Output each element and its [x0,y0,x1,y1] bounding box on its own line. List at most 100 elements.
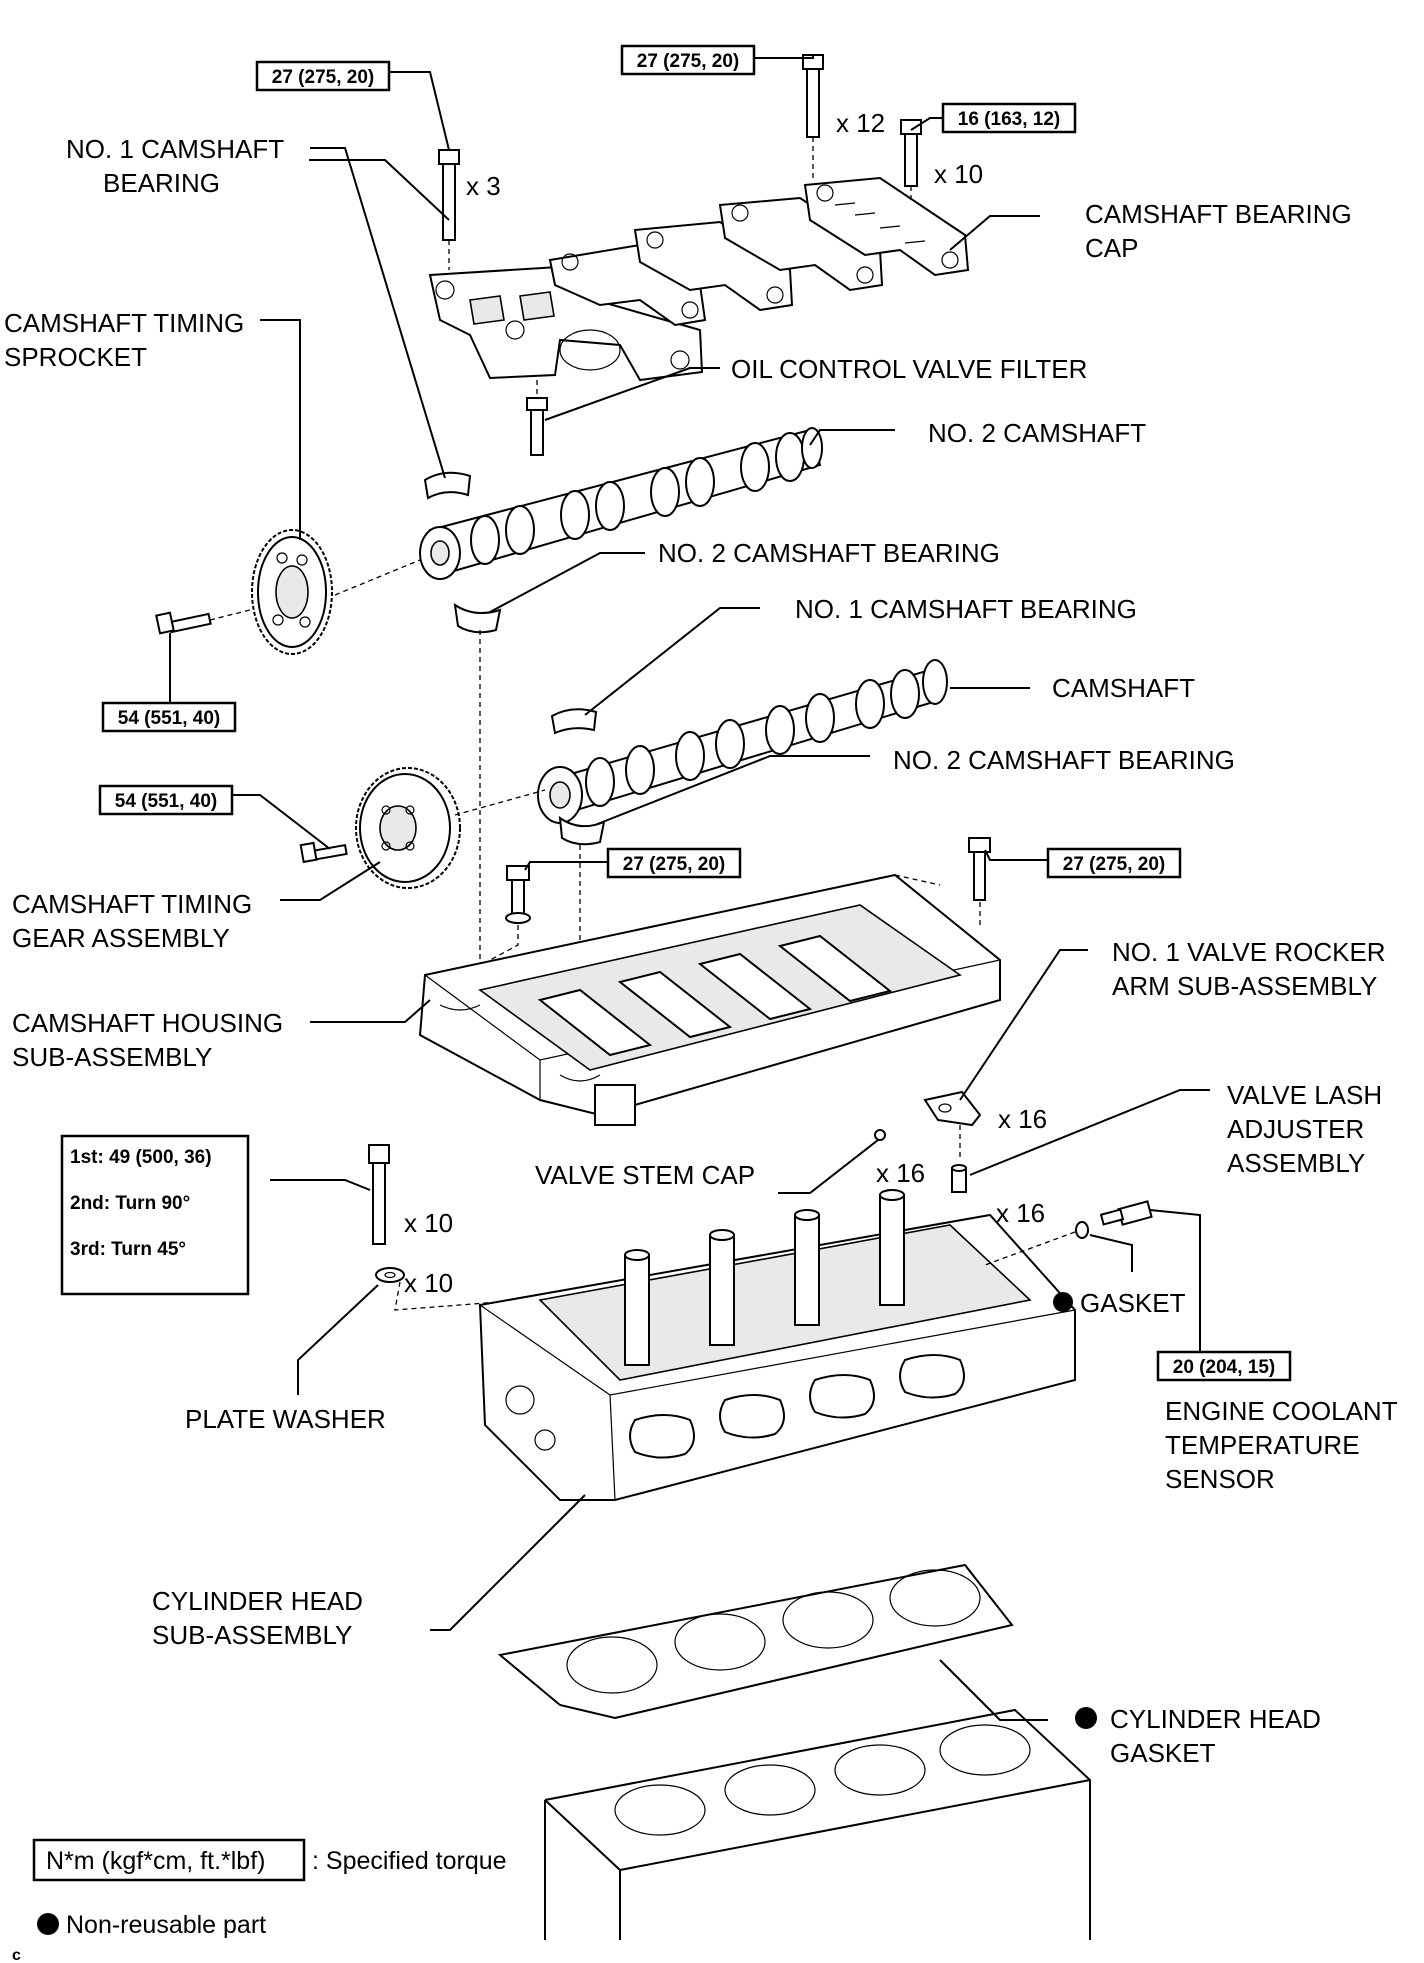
head-bolt-step-3: 3rd: Turn 45° [70,1239,186,1260]
diagram-text: CAMSHAFT TIMING [12,889,252,919]
diagram-text: SENSOR [1165,1464,1275,1494]
diagram-text: 27 (275, 20) [272,67,374,88]
corner-code: c [12,1947,21,1963]
qty-washer: x 10 [404,1268,453,1298]
label-camshaft-housing-sub-assembly: CAMSHAFT HOUSING SUB-ASSEMBLY [12,1008,290,1072]
diagram-text: 16 (163, 12) [958,109,1060,130]
label-cylinder-head-sub-assembly: CYLINDER HEAD SUB-ASSEMBLY [152,1586,370,1650]
legend-torque: N*m (kgf*cm, ft.*lbf) : Specified torque [32,1838,507,1882]
rocker-arm [923,1090,982,1127]
oil-control-valve-filter [526,380,548,456]
housing-bolt-left [505,865,531,924]
diagram-text: ARM SUB-ASSEMBLY [1112,971,1377,1001]
torque-box-housing-left: 27 (275, 20) [606,847,742,879]
qty-head-bolt: x 10 [404,1208,453,1238]
label-plate-washer: PLATE WASHER [185,1404,386,1434]
cylinder-head [478,1189,1076,1501]
diagram-text: CYLINDER HEAD [152,1586,363,1616]
camshaft-timing-gear-assembly [355,767,461,889]
no1-camshaft-bearing-upper [423,471,472,500]
diagram-text: GASKET [1110,1738,1216,1768]
diagram-text: SUB-ASSEMBLY [12,1042,212,1072]
diagram-text: CAMSHAFT HOUSING [12,1008,283,1038]
torque-box-housing-right: 27 (275, 20) [1046,847,1182,879]
head-bolt-step-1: 1st: 49 (500, 36) [70,1147,212,1168]
diagram-text: BEARING [103,168,220,198]
nonreusable-head-gasket-mark [1075,1707,1097,1729]
diagram-text: ENGINE COOLANT [1165,1396,1398,1426]
diagram-text: SPROCKET [4,342,147,372]
diagram-text: NO. 1 VALVE ROCKER [1112,937,1386,967]
torque-box-gear: 54 (551, 40) [98,784,234,816]
label-engine-coolant-temperature-sensor: ENGINE COOLANT TEMPERATURE SENSOR [1165,1396,1404,1494]
diagram-text: CAMSHAFT BEARING [1085,199,1352,229]
camshaft [537,659,948,824]
diagram-text: CAMSHAFT TIMING [4,308,244,338]
legend-nonreusable-text: Non-reusable part [66,1911,266,1939]
no2-camshaft-bearing-lower-part [558,815,606,846]
qty-cap-mid: x 12 [836,108,885,138]
legend-torque-sample: N*m (kgf*cm, ft.*lbf) [46,1847,265,1875]
no2-camshaft [419,427,823,580]
diagram-text: 54 (551, 40) [115,791,217,812]
label-no1-valve-rocker-arm: NO. 1 VALVE ROCKER ARM SUB-ASSEMBLY [1112,937,1393,1001]
diagram-text: CAP [1085,233,1138,263]
label-gasket: GASKET [1080,1288,1186,1318]
legend-nonreusable: Non-reusable part [37,1911,266,1939]
label-oil-control-valve-filter: OIL CONTROL VALVE FILTER [731,354,1087,384]
label-camshaft-timing-sprocket: CAMSHAFT TIMING SPROCKET [4,308,252,372]
cylinder-head-gasket-part [497,1563,1014,1720]
no2-camshaft-bearing-upper-part [453,602,502,634]
nonreusable-gasket-mark [1053,1292,1073,1312]
housing-bolt-right [968,837,991,901]
qty-cap-left: x 3 [466,171,501,201]
label-no1-camshaft-bearing-top: NO. 1 CAMSHAFT BEARING [66,134,291,198]
label-no2-camshaft-bearing-lower: NO. 2 CAMSHAFT BEARING [893,745,1235,775]
torque-box-cap-right: 16 (163, 12) [941,102,1077,134]
diagram-text: TEMPERATURE [1165,1430,1360,1460]
legend-torque-desc: : Specified torque [312,1847,507,1875]
diagram-text: 27 (275, 20) [637,51,739,72]
cylinder-block [544,1708,1091,1940]
label-camshaft-timing-gear-assembly: CAMSHAFT TIMING GEAR ASSEMBLY [12,889,260,953]
qty-rocker: x 16 [998,1104,1047,1134]
diagram-text: ADJUSTER [1227,1114,1364,1144]
label-camshaft: CAMSHAFT [1052,673,1195,703]
diagram-text: VALVE LASH [1227,1080,1382,1110]
leader-lines [169,55,1210,1721]
diagram-text: NO. 1 CAMSHAFT [66,134,284,164]
torque-box-cap-mid: 27 (275, 20) [620,44,756,76]
coolant-sensor [1099,1200,1153,1226]
plate-washer-part [375,1267,405,1283]
qty-cap-right: x 10 [934,159,983,189]
diagram-text: 27 (275, 20) [1063,854,1165,875]
diagram-text: GEAR ASSEMBLY [12,923,230,953]
lash-adjuster [951,1164,967,1193]
torque-box-sprocket: 54 (551, 40) [101,701,237,733]
torque-box-cap-left: 27 (275, 20) [255,60,391,92]
diagram-text: CYLINDER HEAD [1110,1704,1321,1734]
torque-box-sensor: 20 (204, 15) [1156,1350,1292,1382]
label-no2-camshaft: NO. 2 CAMSHAFT [928,418,1146,448]
diagram-text: 27 (275, 20) [623,854,725,875]
label-no2-camshaft-bearing-upper: NO. 2 CAMSHAFT BEARING [658,538,1000,568]
torque-box-head-bolt: 1st: 49 (500, 36) 2nd: Turn 90° 3rd: Tur… [60,1134,250,1296]
no1-camshaft-bearing-mid [550,708,598,735]
sprocket-bolt [155,611,212,635]
camshaft-bearing-caps [428,54,970,382]
qty-lash: x 16 [996,1198,1045,1228]
label-cylinder-head-gasket: CYLINDER HEAD GASKET [1110,1704,1328,1768]
diagram-text: SUB-ASSEMBLY [152,1620,352,1650]
qty-stem-cap: x 16 [876,1158,925,1188]
label-valve-lash-adjuster: VALVE LASH ADJUSTER ASSEMBLY [1227,1080,1389,1178]
gear-bolt [299,841,348,864]
valve-stem-cap-part [874,1129,886,1141]
diagram-text: 20 (204, 15) [1173,1357,1275,1378]
label-valve-stem-cap: VALVE STEM CAP [535,1160,755,1190]
diagram-text: ASSEMBLY [1227,1148,1365,1178]
camshaft-housing [418,873,1001,1126]
camshaft-timing-sprocket [251,529,333,655]
head-bolt [368,1144,390,1245]
label-camshaft-bearing-cap: CAMSHAFT BEARING CAP [1085,199,1359,263]
